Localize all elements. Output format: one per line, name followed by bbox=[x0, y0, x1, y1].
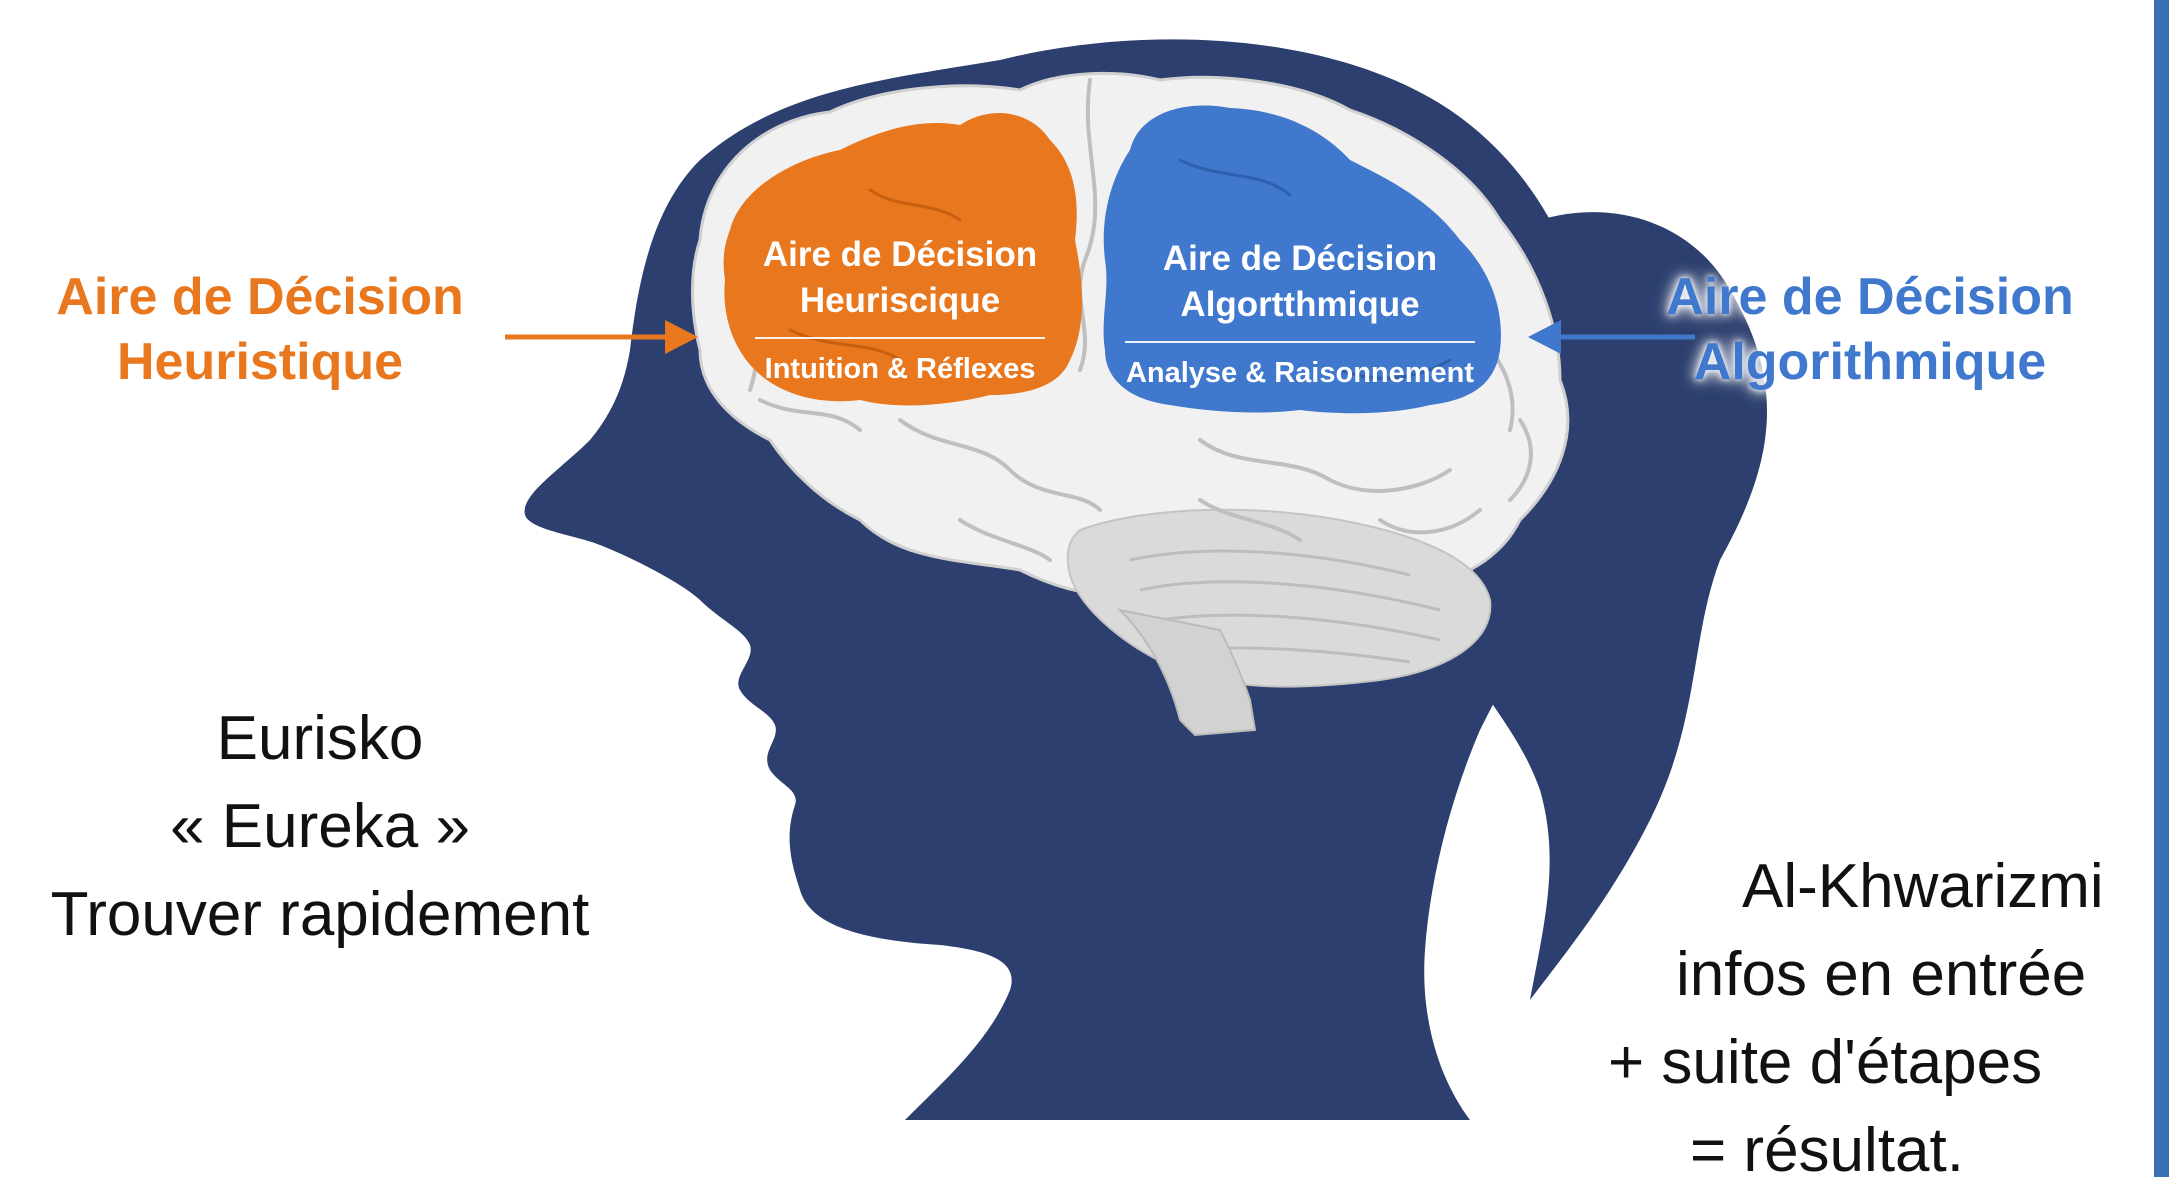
lobe-veins bbox=[788, 158, 1452, 380]
caption-right-line: infos en entrée bbox=[1676, 940, 2087, 1009]
algorithmic-lobe-title1: Aire de Décision bbox=[1162, 239, 1438, 278]
algorithmic-lobe-divider bbox=[1125, 341, 1475, 343]
heuristic-lobe-title1: Aire de Décision bbox=[762, 235, 1038, 274]
caption-left-line: Eurisko bbox=[216, 704, 424, 773]
heuristic-lobe-title2: Heuriscique bbox=[799, 280, 1001, 320]
caption-left-line: Trouver rapidement bbox=[50, 880, 590, 949]
caption-right-line: = résultat. bbox=[1690, 1116, 1964, 1185]
caption-left-line: « Eureka » bbox=[170, 792, 470, 861]
side-accent-bar bbox=[2154, 0, 2169, 1177]
heuristic-lobe-subtitle: Intuition & Réflexes bbox=[764, 353, 1036, 385]
label-algorithmic-line1: Aire de Décision bbox=[1666, 268, 2074, 326]
label-heuristic-area: Aire de Décision Heuristique bbox=[30, 265, 490, 395]
label-heuristic-line2: Heuristique bbox=[116, 333, 404, 391]
heuristic-lobe bbox=[723, 113, 1082, 406]
label-algorithmic-line2: Algorithmique bbox=[1693, 333, 2047, 391]
arrow-left bbox=[505, 320, 698, 354]
algorithmic-lobe-title2: Algortthmique bbox=[1180, 284, 1420, 324]
caption-heuristic: Eurisko « Eureka » Trouver rapidement bbox=[10, 695, 630, 959]
caption-right-line: Al-Khwarizmi bbox=[1742, 852, 2104, 921]
arrow-right bbox=[1528, 320, 1695, 354]
brain-stem bbox=[1116, 608, 1257, 737]
label-heuristic-line1: Aire de Décision bbox=[56, 268, 464, 326]
label-algorithmic-area: Aire de Décision Algorithmique bbox=[1640, 265, 2100, 395]
algorithmic-lobe-label: Aire de Décision Algortthmique Analyse &… bbox=[1110, 236, 1490, 393]
caption-right-line: + suite d'étapes bbox=[1608, 1028, 2043, 1097]
heuristic-lobe-label: Aire de Décision Heuriscique Intuition &… bbox=[740, 232, 1060, 389]
heuristic-lobe-divider bbox=[755, 337, 1045, 339]
algorithmic-lobe bbox=[1103, 105, 1501, 414]
caption-algorithmic: Al-Khwarizmi infos en entrée + suite d'é… bbox=[1560, 843, 2160, 1195]
algorithmic-lobe-subtitle: Analyse & Raisonnement bbox=[1125, 357, 1475, 389]
